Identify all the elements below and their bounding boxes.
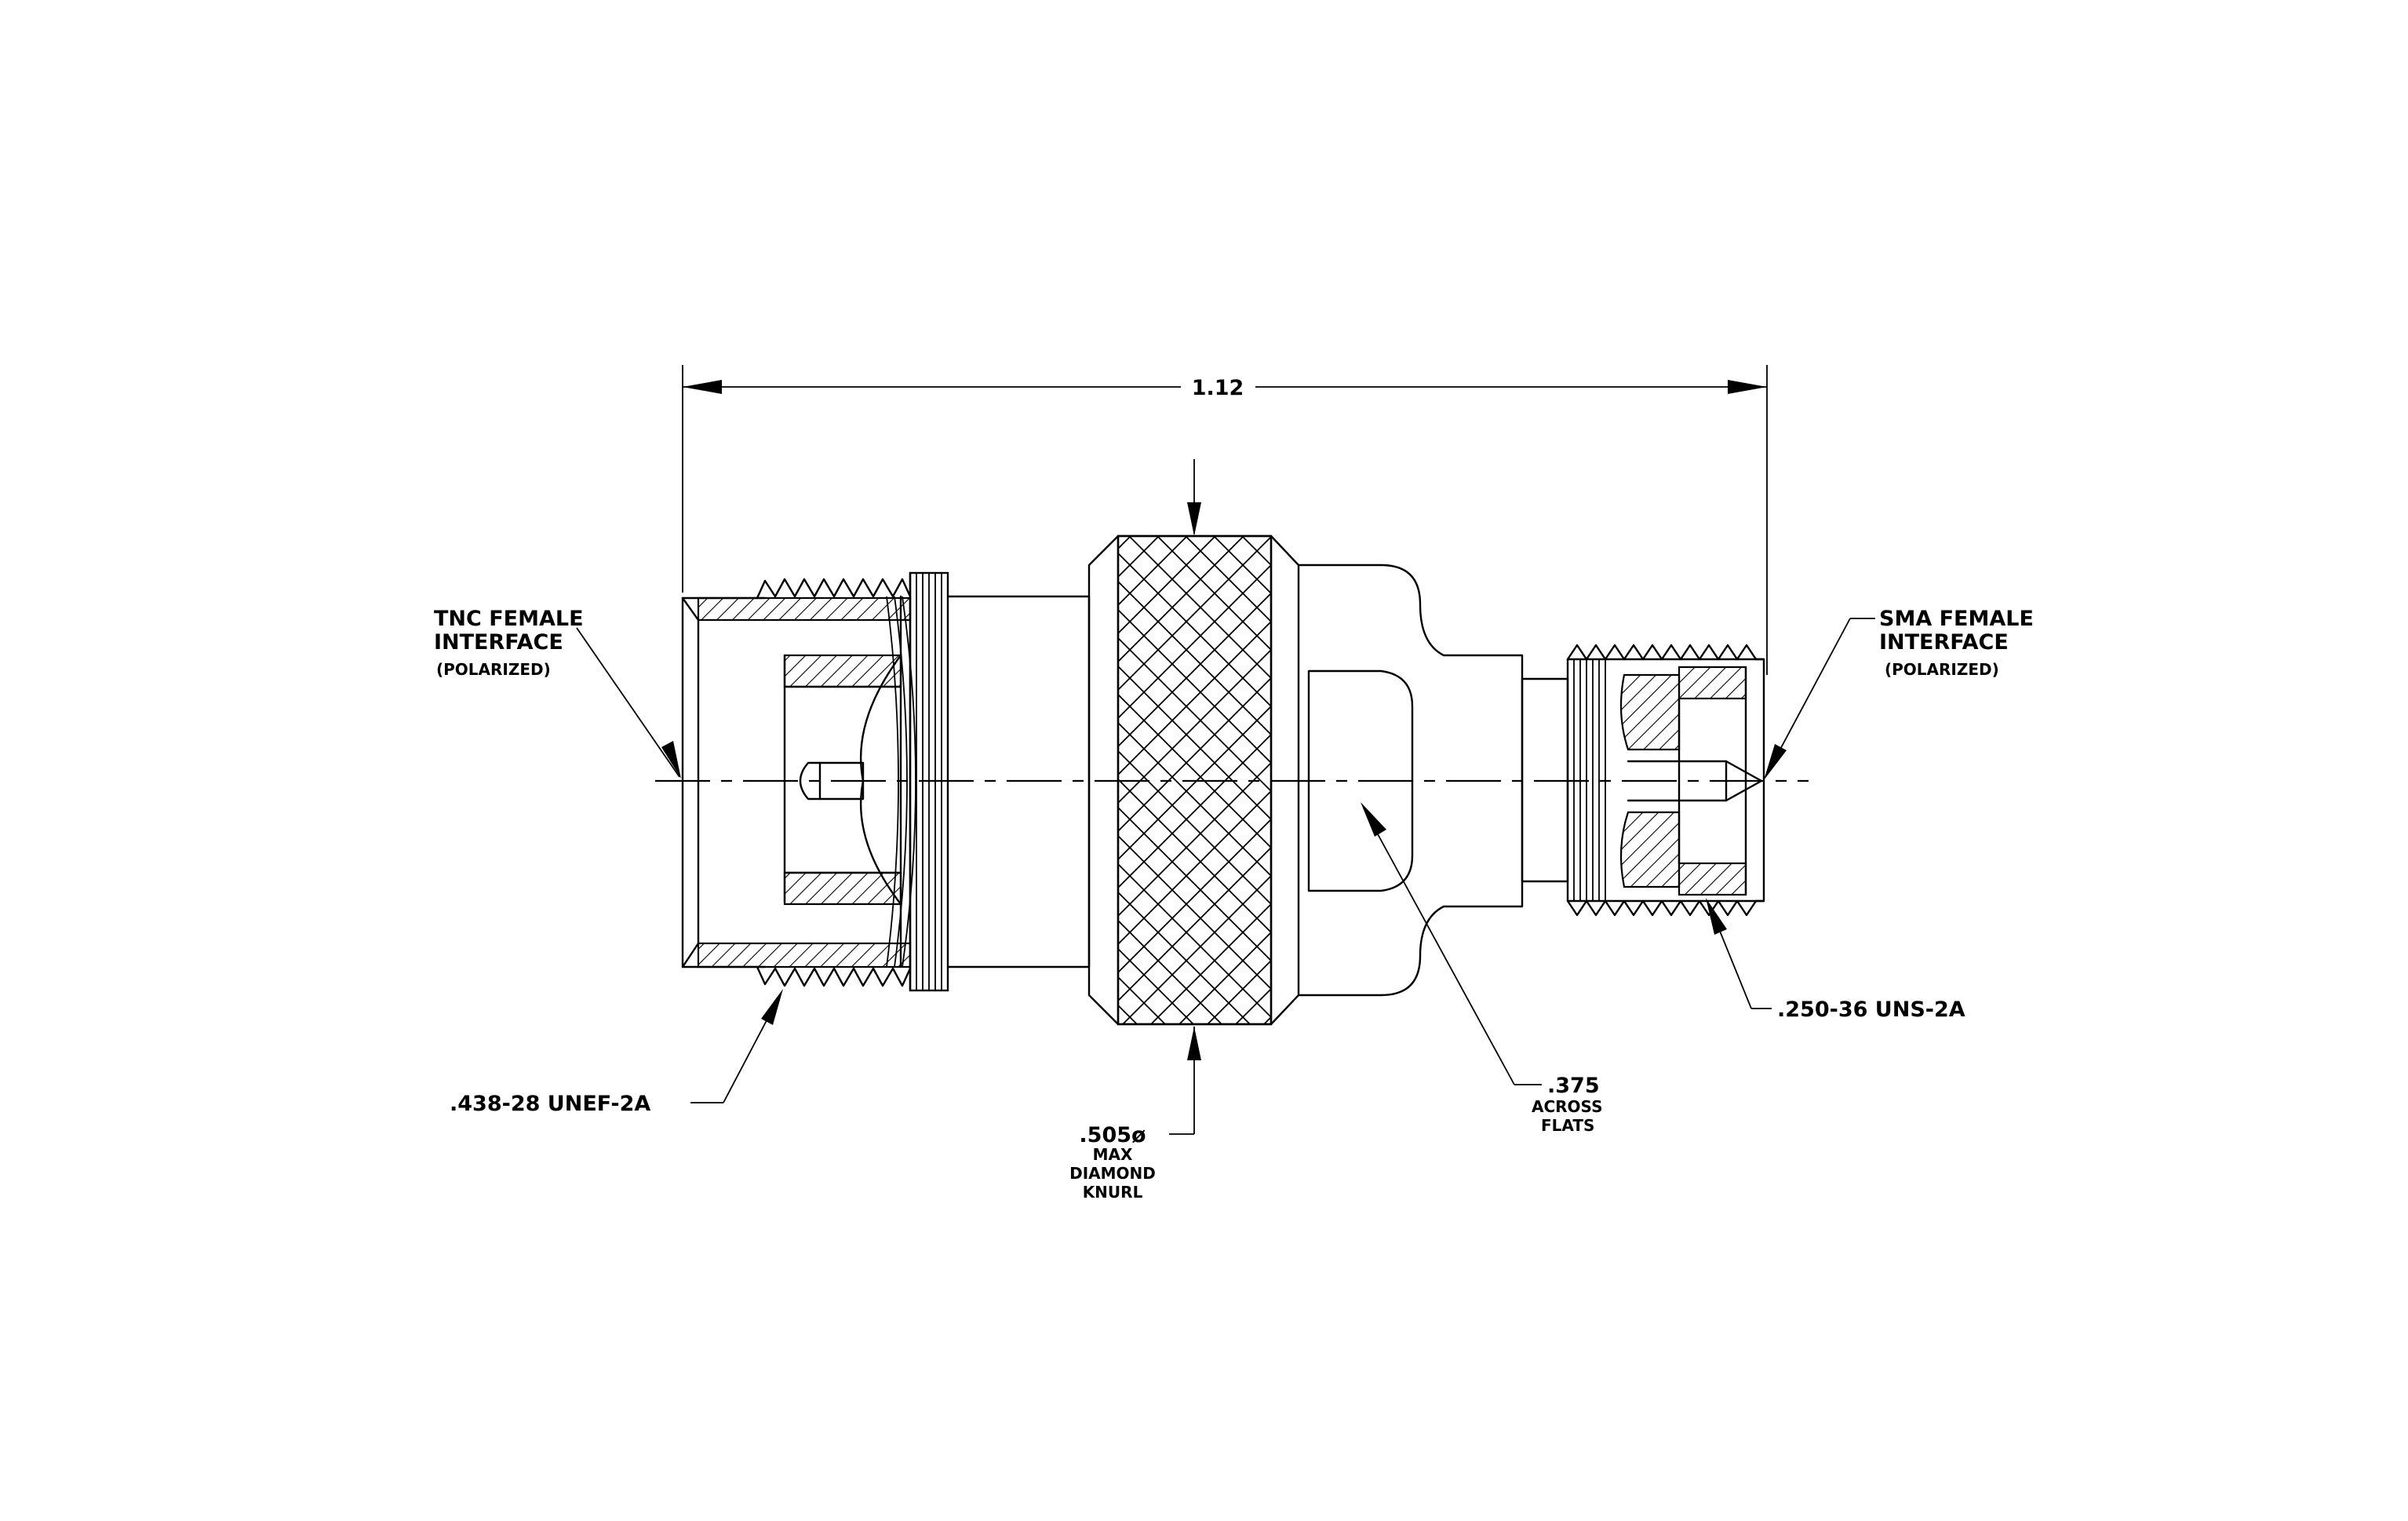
right-thread-callout: .250-36 UNS-2A [1706, 898, 1965, 1022]
sma-interface-callout: SMA FEMALE INTERFACE (POLARIZED) [1764, 607, 2034, 780]
knurl-callout: .505ø MAX DIAMOND KNURL [1069, 1123, 1156, 1202]
tnc-female-body [681, 571, 1091, 992]
knurl-label-line2: MAX [1093, 1145, 1133, 1164]
left-thread-label: .438-28 UNEF-2A [450, 1092, 650, 1116]
tnc-label-line3: (POLARIZED) [436, 660, 551, 679]
knurl-label-line3: DIAMOND [1069, 1164, 1156, 1183]
flats-label-line3: FLATS [1541, 1116, 1594, 1135]
sma-label-line2: INTERFACE [1879, 630, 2009, 655]
knurl-label-line1: .505ø [1079, 1123, 1146, 1147]
tnc-label-line1: TNC FEMALE [434, 607, 584, 631]
right-thread-label: .250-36 UNS-2A [1777, 998, 1965, 1022]
tnc-label-line2: INTERFACE [434, 630, 563, 655]
left-thread-callout: .438-28 UNEF-2A [450, 989, 783, 1116]
overall-length-label: 1.12 [1192, 376, 1244, 400]
overall-length-dimension: 1.12 [682, 365, 1768, 675]
knurled-coupling [1087, 459, 1300, 1135]
flats-label-line2: ACROSS [1532, 1097, 1602, 1116]
sma-female-body [1521, 644, 1765, 917]
flats-label-line1: .375 [1547, 1074, 1600, 1098]
flats-callout: .375 ACROSS FLATS [1361, 802, 1602, 1135]
knurl-label-line4: KNURL [1083, 1183, 1143, 1202]
tnc-interface-callout: TNC FEMALE INTERFACE (POLARIZED) [434, 607, 681, 779]
sma-label-line3: (POLARIZED) [1885, 660, 1999, 679]
sma-label-line1: SMA FEMALE [1879, 607, 2034, 631]
